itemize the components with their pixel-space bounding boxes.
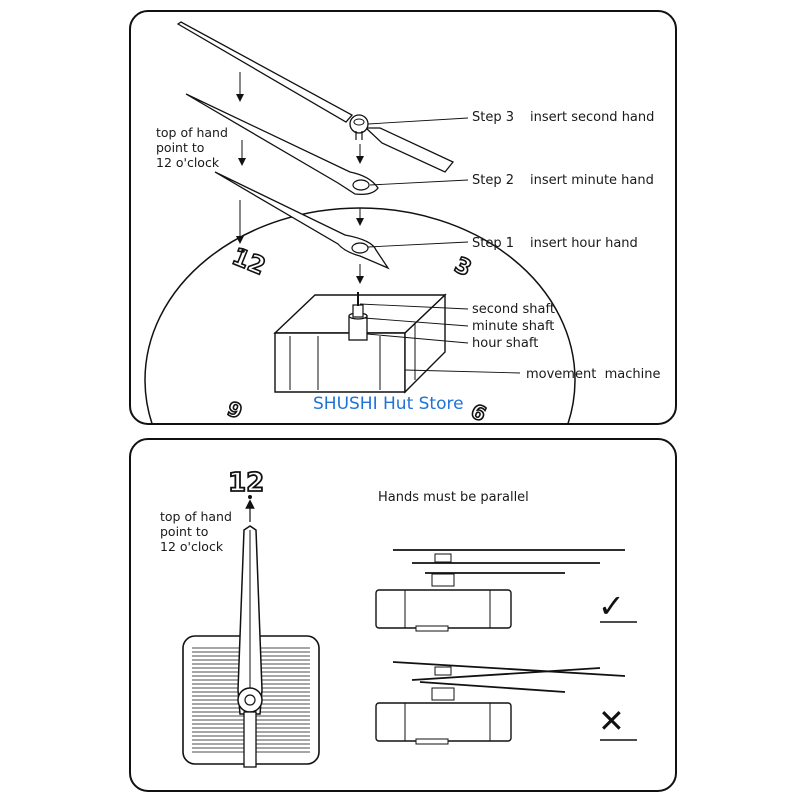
top-panel-frame	[129, 10, 677, 425]
svg-text:top of hand: top of hand	[156, 125, 228, 140]
correct-side-view	[375, 549, 625, 632]
svg-text:insert minute hand: insert minute hand	[530, 173, 654, 188]
cross-mark-icon: ✕	[598, 702, 625, 740]
dial-dot-12	[241, 249, 245, 253]
step-3-label: Step 3 insert second hand	[472, 110, 654, 125]
wrong-side-view	[375, 661, 626, 745]
movement-machine-label: movement machine	[526, 367, 660, 382]
hour-shaft-label: hour shaft	[472, 336, 538, 351]
front-view-movement	[182, 525, 320, 768]
svg-text:Step 3: Step 3	[472, 110, 514, 125]
minute-shaft-label: minute shaft	[472, 319, 554, 334]
movement-machine	[273, 292, 447, 394]
step-2-label: Step 2 insert minute hand	[472, 173, 654, 188]
svg-text:insert second hand: insert second hand	[530, 110, 654, 125]
top-note: top of hand point to 12 o'clock	[156, 125, 228, 170]
bottom-dot-12	[248, 495, 252, 499]
svg-text:12 o'clock: 12 o'clock	[160, 539, 224, 554]
step-1-label: Step 1 insert hour hand	[472, 236, 638, 251]
bottom-number-12: 12	[228, 468, 264, 498]
svg-text:top of hand: top of hand	[160, 509, 232, 524]
hour-hand	[214, 171, 390, 270]
svg-text:Step 2: Step 2	[472, 173, 514, 188]
leader-lines	[359, 117, 521, 374]
svg-text:Step 1: Step 1	[472, 236, 514, 251]
second-shaft-label: second shaft	[472, 302, 555, 317]
second-hand	[176, 21, 455, 173]
parallel-instruction: Hands must be parallel	[378, 490, 529, 505]
bottom-note: top of hand point to 12 o'clock	[160, 509, 232, 554]
check-mark-icon: ✓	[598, 587, 625, 625]
insert-arrows	[236, 72, 364, 284]
store-watermark: SHUSHI Hut Store	[313, 394, 464, 414]
minute-hand	[185, 93, 379, 196]
svg-text:point to: point to	[156, 140, 204, 155]
svg-text:insert hour hand: insert hour hand	[530, 236, 638, 251]
svg-text:12 o'clock: 12 o'clock	[156, 155, 220, 170]
svg-text:point to: point to	[160, 524, 208, 539]
